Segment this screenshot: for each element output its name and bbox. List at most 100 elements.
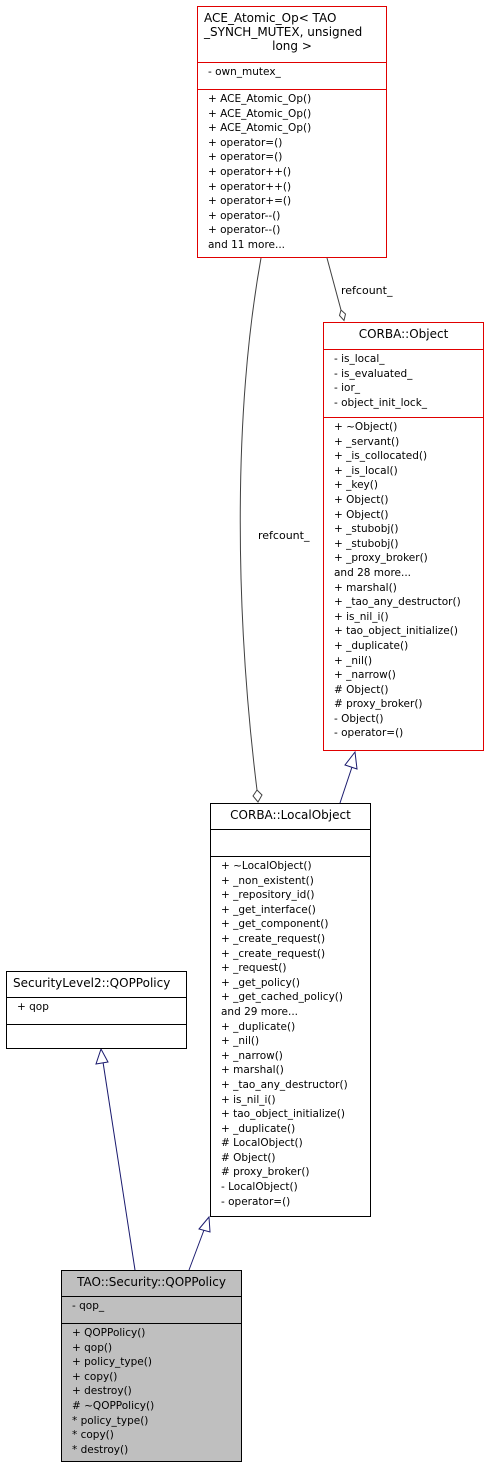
operation-item: + marshal() <box>334 581 397 594</box>
attributes-section <box>211 829 370 856</box>
attributes-section: - own_mutex_ <box>198 62 386 89</box>
operation-item: * copy() <box>72 1429 114 1442</box>
operation-item: + operator=() <box>208 136 283 149</box>
arrowhead-inherit-securitylevel2 <box>95 1047 109 1065</box>
operation-item: + Object() <box>334 493 389 506</box>
operation-item: + _nil() <box>334 654 373 667</box>
operation-item: + _nil() <box>221 1035 260 1048</box>
operation-item: + operator--() <box>208 224 281 237</box>
operation-item: + _request() <box>221 962 287 975</box>
operation-item: + _narrow() <box>334 669 396 682</box>
class-corba-localobject[interactable]: CORBA::LocalObject + ~LocalObject() + _n… <box>210 803 371 1217</box>
operation-item: + operator=() <box>208 151 283 164</box>
operation-item: # LocalObject() <box>221 1137 303 1150</box>
attribute-item: - is_local_ <box>334 353 385 365</box>
class-title-line: long > <box>272 39 312 53</box>
operation-item: + _servant() <box>334 435 400 448</box>
attribute-item: - ior_ <box>334 382 361 395</box>
operation-item: - operator=() <box>221 1195 291 1208</box>
diamond-refcount-object <box>338 309 347 322</box>
operation-item: + copy() <box>72 1370 118 1383</box>
operation-item: + ACE_Atomic_Op() <box>208 107 312 120</box>
class-title-line: SecurityLevel2::QOPPolicy <box>13 976 171 990</box>
operation-item: + _duplicate() <box>221 1122 296 1135</box>
operation-item: + QOPPolicy() <box>72 1327 146 1339</box>
class-title-line: ACE_Atomic_Op< TAO <box>204 11 337 25</box>
attribute-item: - qop_ <box>72 1300 105 1312</box>
operation-item: + _is_collocated() <box>334 450 428 463</box>
operation-item: and 11 more... <box>208 238 286 251</box>
operation-item: + qop() <box>72 1341 113 1354</box>
edge-inherit-qop-localobject <box>188 1229 205 1271</box>
class-title: CORBA::Object <box>324 323 483 349</box>
operation-item: - operator=() <box>334 727 404 740</box>
operations-section: + QOPPolicy() + qop() + policy_type() + … <box>62 1323 241 1460</box>
operation-item: and 29 more... <box>221 1005 299 1018</box>
operation-item: + _tao_any_destructor() <box>221 1078 348 1091</box>
operation-item: and 28 more... <box>334 566 412 579</box>
operation-item: + policy_type() <box>72 1356 152 1369</box>
operation-item: + marshal() <box>221 1064 284 1077</box>
operation-item: + _duplicate() <box>334 639 409 652</box>
operation-item: + ACE_Atomic_Op() <box>208 93 312 105</box>
arrowhead-inherit-object <box>344 750 358 770</box>
operation-item: + _get_policy() <box>221 976 300 989</box>
class-title-line: TAO::Security::QOPPolicy <box>77 1275 226 1289</box>
operation-item: + _get_component() <box>221 918 329 931</box>
operation-item: + _non_existent() <box>221 874 314 887</box>
operation-item: + _duplicate() <box>221 1020 296 1033</box>
operation-item: + _get_interface() <box>221 903 316 916</box>
operation-item: + _narrow() <box>221 1049 283 1062</box>
operation-item: + tao_object_initialize() <box>221 1108 345 1121</box>
operations-section: + ~Object() + _servant() + _is_collocate… <box>324 417 483 744</box>
operation-item: + Object() <box>334 508 389 521</box>
operation-item: + operator--() <box>208 209 281 222</box>
operation-item: + _stubobj() <box>334 523 399 536</box>
class-title-line: CORBA::LocalObject <box>230 808 351 822</box>
operation-item: * policy_type() <box>72 1414 149 1427</box>
operation-item: * destroy() <box>72 1443 129 1456</box>
class-title: ACE_Atomic_Op< TAO _SYNCH_MUTEX, unsigne… <box>198 7 386 62</box>
operation-item: + _create_request() <box>221 947 326 960</box>
operation-item: # Object() <box>334 683 389 696</box>
operation-item: # proxy_broker() <box>334 698 423 711</box>
operations-section: + ACE_Atomic_Op() + ACE_Atomic_Op() + AC… <box>198 89 386 256</box>
edge-label-refcount-lower: refcount_ <box>258 529 310 542</box>
edge-label-refcount-upper: refcount_ <box>341 284 393 297</box>
operation-item: + destroy() <box>72 1385 132 1398</box>
operation-item: + tao_object_initialize() <box>334 625 458 638</box>
operation-item: + ~Object() <box>334 421 398 433</box>
operation-item: + is_nil_i() <box>334 610 389 623</box>
attribute-item: + qop <box>17 1001 49 1013</box>
operation-item: + _repository_id() <box>221 889 315 902</box>
operation-item: # Object() <box>221 1151 276 1164</box>
edge-refcount-ace-to-object <box>326 257 342 311</box>
operation-item: + _key() <box>334 479 378 492</box>
class-title: SecurityLevel2::QOPPolicy <box>7 972 186 997</box>
operation-item: + _is_local() <box>334 464 398 477</box>
operation-item: - Object() <box>334 712 384 725</box>
operation-item: + operator++() <box>208 165 292 178</box>
operation-item: + is_nil_i() <box>221 1093 276 1106</box>
operation-item: - LocalObject() <box>221 1181 298 1194</box>
class-corba-object[interactable]: CORBA::Object - is_local_ - is_evaluated… <box>323 322 484 751</box>
operation-item: + operator++() <box>208 180 292 193</box>
edge-refcount-ace-to-localobject <box>239 257 262 791</box>
class-securitylevel2-qoppolicy[interactable]: SecurityLevel2::QOPPolicy + qop <box>6 971 187 1049</box>
class-title-line: _SYNCH_MUTEX, unsigned <box>204 25 363 39</box>
operation-item: + _create_request() <box>221 932 326 945</box>
edge-inherit-qop-securitylevel2 <box>102 1061 136 1271</box>
operation-item: + ACE_Atomic_Op() <box>208 122 312 135</box>
class-tao-security-qoppolicy[interactable]: TAO::Security::QOPPolicy - qop_ + QOPPol… <box>61 1270 242 1462</box>
arrowhead-inherit-localobject <box>198 1215 211 1233</box>
attribute-item: - object_init_lock_ <box>334 396 428 409</box>
attributes-section: + qop <box>7 997 186 1024</box>
diamond-refcount-localobject <box>252 789 263 803</box>
operation-item: + ~LocalObject() <box>221 860 312 872</box>
attribute-item: - own_mutex_ <box>208 66 281 78</box>
operation-item: + _get_cached_policy() <box>221 991 343 1004</box>
operation-item: # ~QOPPolicy() <box>72 1399 155 1412</box>
attributes-section: - qop_ <box>62 1296 241 1323</box>
class-ace-atomic-op[interactable]: ACE_Atomic_Op< TAO _SYNCH_MUTEX, unsigne… <box>197 6 387 258</box>
